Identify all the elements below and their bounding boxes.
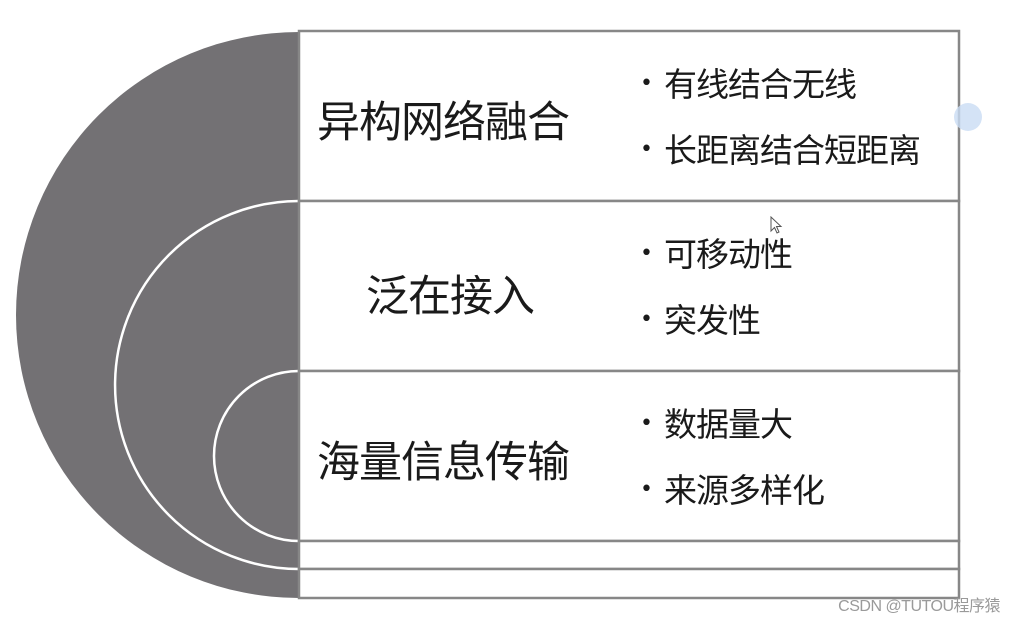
row-title: 海量信息传输 <box>317 438 570 488</box>
bullet-list: 可移动性 突发性 <box>640 234 793 366</box>
watermark: CSDN @TUTOU程序猿 <box>838 598 1000 615</box>
middle-arc <box>113 199 300 571</box>
bullet-item: 有线结合无线 <box>640 64 920 130</box>
bullet-item: 来源多样化 <box>640 470 825 536</box>
outer-half-disk <box>16 32 299 598</box>
row-borders <box>297 29 961 600</box>
bullet-list: 数据量大 来源多样化 <box>640 404 825 536</box>
bullet-list: 有线结合无线 长距离结合短距离 <box>640 64 921 196</box>
bullet-item: 长距离结合短距离 <box>640 130 921 196</box>
row-heterogeneous-network-fusion: 异构网络融合 有线结合无线 长距离结合短距离 <box>300 31 958 201</box>
row-massive-info-transmission: 海量信息传输 数据量大 来源多样化 <box>300 371 958 541</box>
row-ubiquitous-access: 泛在接入 可移动性 突发性 <box>300 201 958 371</box>
bullet-item: 数据量大 <box>640 404 824 470</box>
inner-arc <box>212 369 300 543</box>
mouse-cursor-icon <box>770 216 783 234</box>
floating-badge-icon[interactable] <box>954 103 982 131</box>
bullet-item: 可移动性 <box>640 234 793 300</box>
bullet-item: 突发性 <box>640 300 792 366</box>
row-title: 泛在接入 <box>366 272 535 322</box>
row-title: 异构网络融合 <box>317 98 570 148</box>
